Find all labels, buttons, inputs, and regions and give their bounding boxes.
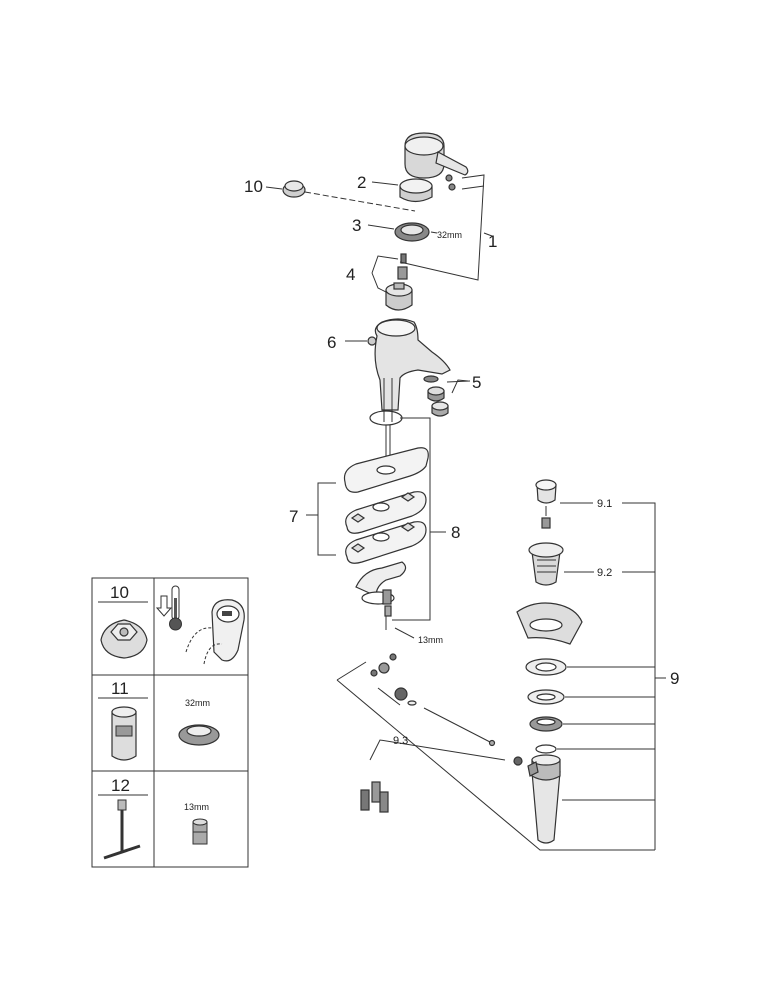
aerator-part — [423, 375, 449, 417]
callout-5: 5 — [472, 373, 481, 392]
escutcheon-plate-part — [343, 447, 429, 493]
pop-up-plug-part — [535, 479, 557, 529]
o-ring-part — [369, 410, 403, 426]
fixing-pins-part — [360, 781, 389, 813]
legend-nut-image — [178, 724, 220, 746]
legend-t-wrench-image — [103, 799, 141, 860]
callout-8: 8 — [451, 523, 460, 542]
legend-number-11: 11 — [111, 679, 129, 698]
dimension-32mm: 32mm — [437, 230, 462, 240]
legend-cartridge-key-image — [111, 706, 137, 761]
drain-body-part — [528, 542, 564, 586]
mounting-bracket-part — [355, 561, 407, 630]
callout-9-2: 9.2 — [597, 567, 612, 579]
legend-number-10: 10 — [110, 583, 129, 602]
cartridge-nut-part — [394, 222, 430, 242]
legend-cap-image — [100, 619, 148, 659]
callout-4: 4 — [346, 265, 355, 284]
cartridge-part — [385, 253, 413, 311]
legend-size-13mm: 13mm — [184, 802, 209, 812]
tailpiece-part — [527, 754, 561, 844]
callout-10: 10 — [244, 177, 263, 196]
legend-number-12: 12 — [111, 776, 130, 795]
handle-part — [404, 132, 469, 191]
callout-2: 2 — [357, 173, 366, 192]
callout-7: 7 — [289, 507, 298, 526]
thermometer-icon — [169, 585, 182, 631]
callout-6: 6 — [327, 333, 336, 352]
legend-handle-image — [185, 599, 245, 665]
legend-socket-image — [192, 818, 208, 845]
callout-9-1: 9.1 — [597, 498, 612, 510]
gasket-plate-part — [345, 491, 427, 534]
callout-1: 1 — [488, 232, 497, 251]
dimension-13mm: 13mm — [418, 635, 443, 645]
spare-tools-table: 10 11 32mm — [91, 577, 249, 868]
plug-cap-part — [282, 180, 306, 198]
small-ring-part — [535, 744, 557, 754]
base-plate-part — [345, 521, 427, 564]
faucet-body-part — [367, 318, 451, 422]
basin-section-part — [516, 602, 583, 645]
lift-rod-linkage-part — [370, 653, 523, 766]
callout-9-3: 9.3 — [393, 735, 408, 747]
cover-ring-part — [399, 178, 433, 203]
callout-9: 9 — [670, 669, 679, 688]
legend-size-32mm: 32mm — [185, 698, 210, 708]
callout-3: 3 — [352, 216, 361, 235]
down-arrow-icon — [155, 595, 173, 617]
